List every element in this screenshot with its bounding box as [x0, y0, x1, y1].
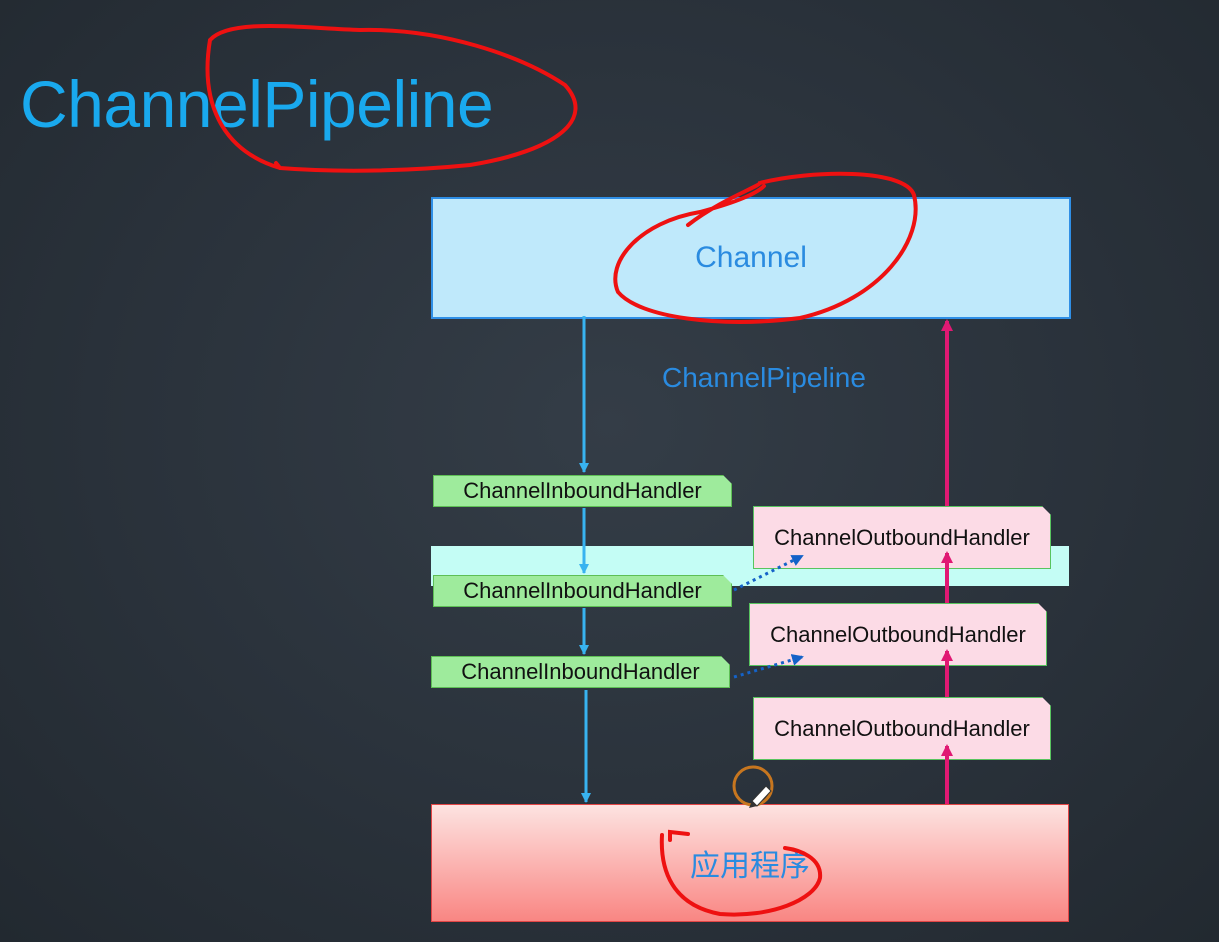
dotted-arrow-1	[733, 554, 804, 592]
outbound-handler-3: ChannelOutboundHandler	[753, 697, 1051, 760]
annotation-title-circle	[205, 24, 578, 173]
application-label: 应用程序	[690, 850, 810, 883]
channel-label: Channel	[695, 241, 807, 274]
slide-title: ChannelPipeline	[20, 67, 494, 141]
channel-box: Channel	[431, 197, 1071, 319]
dotted-arrow-2	[733, 654, 804, 679]
pipeline-label: ChannelPipeline	[662, 362, 866, 393]
inbound-handler-2: ChannelInboundHandler	[433, 575, 732, 607]
inbound-handler-1: ChannelInboundHandler	[433, 475, 732, 507]
application-box: 应用程序	[431, 804, 1069, 922]
inbound-handler-3: ChannelInboundHandler	[431, 656, 730, 688]
pen-icon	[749, 785, 772, 808]
annotation-channel-circle	[613, 171, 918, 324]
annotation-app-underline	[659, 829, 823, 917]
